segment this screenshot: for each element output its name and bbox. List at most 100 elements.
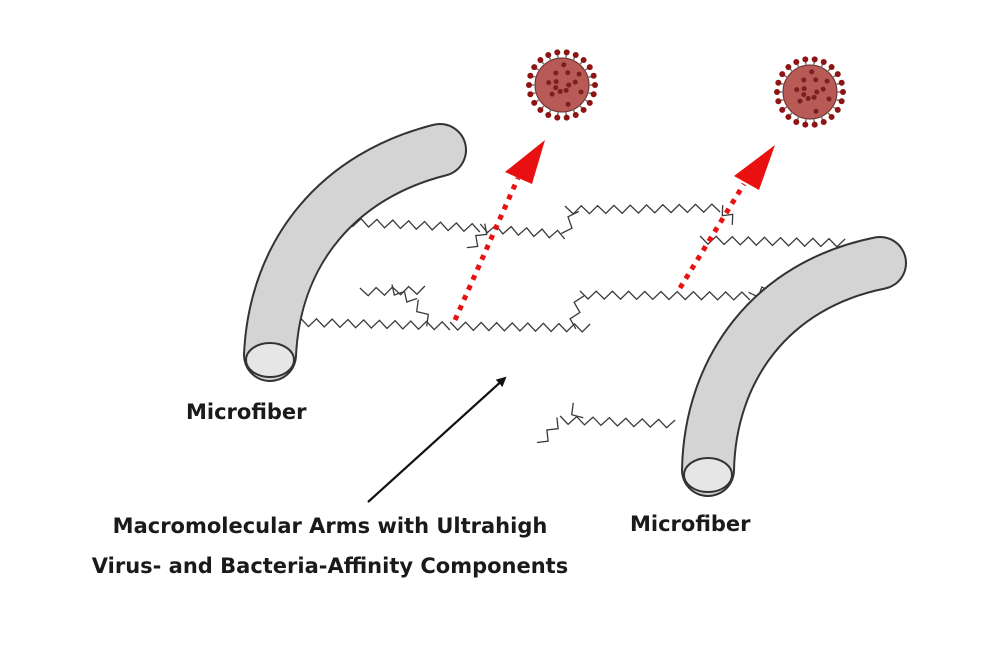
virus-spike bbox=[545, 112, 552, 119]
virus-spike bbox=[775, 98, 782, 105]
virus-surface-dot bbox=[824, 78, 830, 84]
virus-spike bbox=[834, 106, 841, 113]
virus-spike bbox=[554, 49, 561, 56]
virus-surface-dot bbox=[801, 92, 807, 98]
virus-surface-dot bbox=[805, 96, 811, 102]
chain-segment bbox=[579, 290, 751, 301]
virus-spike bbox=[527, 91, 534, 98]
coronavirus-icon bbox=[526, 49, 598, 121]
virus-spike bbox=[545, 51, 552, 58]
virus-spike bbox=[834, 71, 841, 78]
virus-spike bbox=[785, 64, 792, 71]
virus-spike bbox=[531, 64, 538, 71]
virus-spike bbox=[811, 121, 818, 128]
chain-segment bbox=[569, 295, 585, 330]
virus-spike bbox=[840, 89, 846, 95]
capture-arrowhead-left bbox=[505, 140, 545, 184]
chain-segment bbox=[284, 317, 451, 331]
chain-segment bbox=[721, 205, 734, 225]
virus-spike bbox=[802, 121, 809, 128]
virus-spike bbox=[527, 72, 534, 79]
virus-spike bbox=[820, 58, 827, 65]
virus-surface-dot bbox=[557, 89, 563, 95]
chain-segment bbox=[415, 299, 430, 327]
virus-spike bbox=[779, 106, 786, 113]
virus-spike bbox=[572, 51, 579, 58]
microfiber-label-left: Microfiber bbox=[186, 400, 307, 424]
virus-spike bbox=[554, 114, 561, 121]
virus-spike bbox=[779, 71, 786, 78]
coronavirus-icon bbox=[774, 56, 846, 128]
virus-surface-dot bbox=[561, 62, 567, 68]
virus-spike bbox=[838, 98, 845, 105]
virus-surface-dot bbox=[813, 108, 819, 114]
chain-segment bbox=[391, 284, 418, 303]
virus-spike bbox=[531, 99, 538, 106]
arms-label-line-2: Virus- and Bacteria-Affinity Components bbox=[91, 554, 569, 578]
virus-spike bbox=[590, 91, 597, 98]
chain-segment bbox=[536, 417, 559, 444]
virus-spike bbox=[586, 64, 593, 71]
virus-surface-dot bbox=[797, 98, 803, 104]
virus-surface-dot bbox=[566, 82, 572, 88]
virus-surface-dot bbox=[553, 85, 559, 91]
virus-spike bbox=[785, 113, 792, 120]
virus-surface-dot bbox=[572, 79, 578, 85]
virus-spike bbox=[820, 119, 827, 126]
virus-surface-dot bbox=[801, 77, 807, 83]
chain-segment bbox=[570, 402, 584, 419]
virus-surface-dot bbox=[553, 79, 559, 85]
capture-arrow-left bbox=[452, 140, 545, 322]
microfiber-left bbox=[243, 123, 467, 382]
virus-surface-dot bbox=[549, 91, 555, 97]
capture-arrow-right bbox=[677, 145, 775, 290]
virus-spike bbox=[580, 106, 587, 113]
virus-surface-dot bbox=[826, 96, 832, 102]
virus-surface-dot bbox=[820, 86, 826, 92]
virus-spike bbox=[563, 49, 570, 56]
virus-spike bbox=[590, 72, 597, 79]
virus-spike bbox=[537, 106, 544, 113]
virus-surface-dot bbox=[546, 80, 552, 86]
macromolecular-chains bbox=[284, 203, 846, 444]
microfiber-right bbox=[681, 236, 907, 497]
virus-spike bbox=[580, 57, 587, 64]
virus-spike bbox=[537, 57, 544, 64]
virus-spike bbox=[802, 56, 809, 63]
virus-surface-dot bbox=[563, 87, 569, 93]
virus-spike bbox=[811, 56, 818, 63]
virus-spike bbox=[572, 112, 579, 119]
virus-surface-dot bbox=[813, 77, 819, 83]
virus-spike bbox=[592, 82, 598, 88]
virus-spike bbox=[563, 114, 570, 121]
virus-surface-dot bbox=[794, 87, 800, 93]
virus-spike bbox=[774, 89, 780, 95]
virus-spike bbox=[828, 64, 835, 71]
pointer-arrow bbox=[367, 376, 507, 503]
chain-segment bbox=[559, 415, 676, 429]
virus-surface-dot bbox=[814, 89, 820, 95]
virus-surface-dot bbox=[553, 70, 559, 76]
virus-spike bbox=[526, 82, 532, 88]
virus-spike bbox=[793, 58, 800, 65]
virus-surface-dot bbox=[576, 71, 582, 77]
virus-surface-dot bbox=[809, 69, 815, 75]
virus-spike bbox=[586, 99, 593, 106]
chain-segment bbox=[344, 217, 481, 233]
capture-arrowhead-right bbox=[734, 145, 775, 190]
virus-spike bbox=[838, 79, 845, 86]
chain-segment bbox=[561, 210, 579, 235]
virus-spike bbox=[828, 113, 835, 120]
chain-segment bbox=[699, 235, 846, 248]
virus-surface-dot bbox=[811, 94, 817, 100]
virus-spike bbox=[793, 119, 800, 126]
virus-surface-dot bbox=[578, 89, 584, 95]
chain-segment bbox=[466, 223, 488, 249]
chain-segment bbox=[564, 203, 721, 215]
virus-surface-dot bbox=[565, 101, 571, 107]
virus-spike bbox=[775, 79, 782, 86]
chain-segment bbox=[449, 321, 591, 333]
virus-surface-dot bbox=[565, 70, 571, 76]
